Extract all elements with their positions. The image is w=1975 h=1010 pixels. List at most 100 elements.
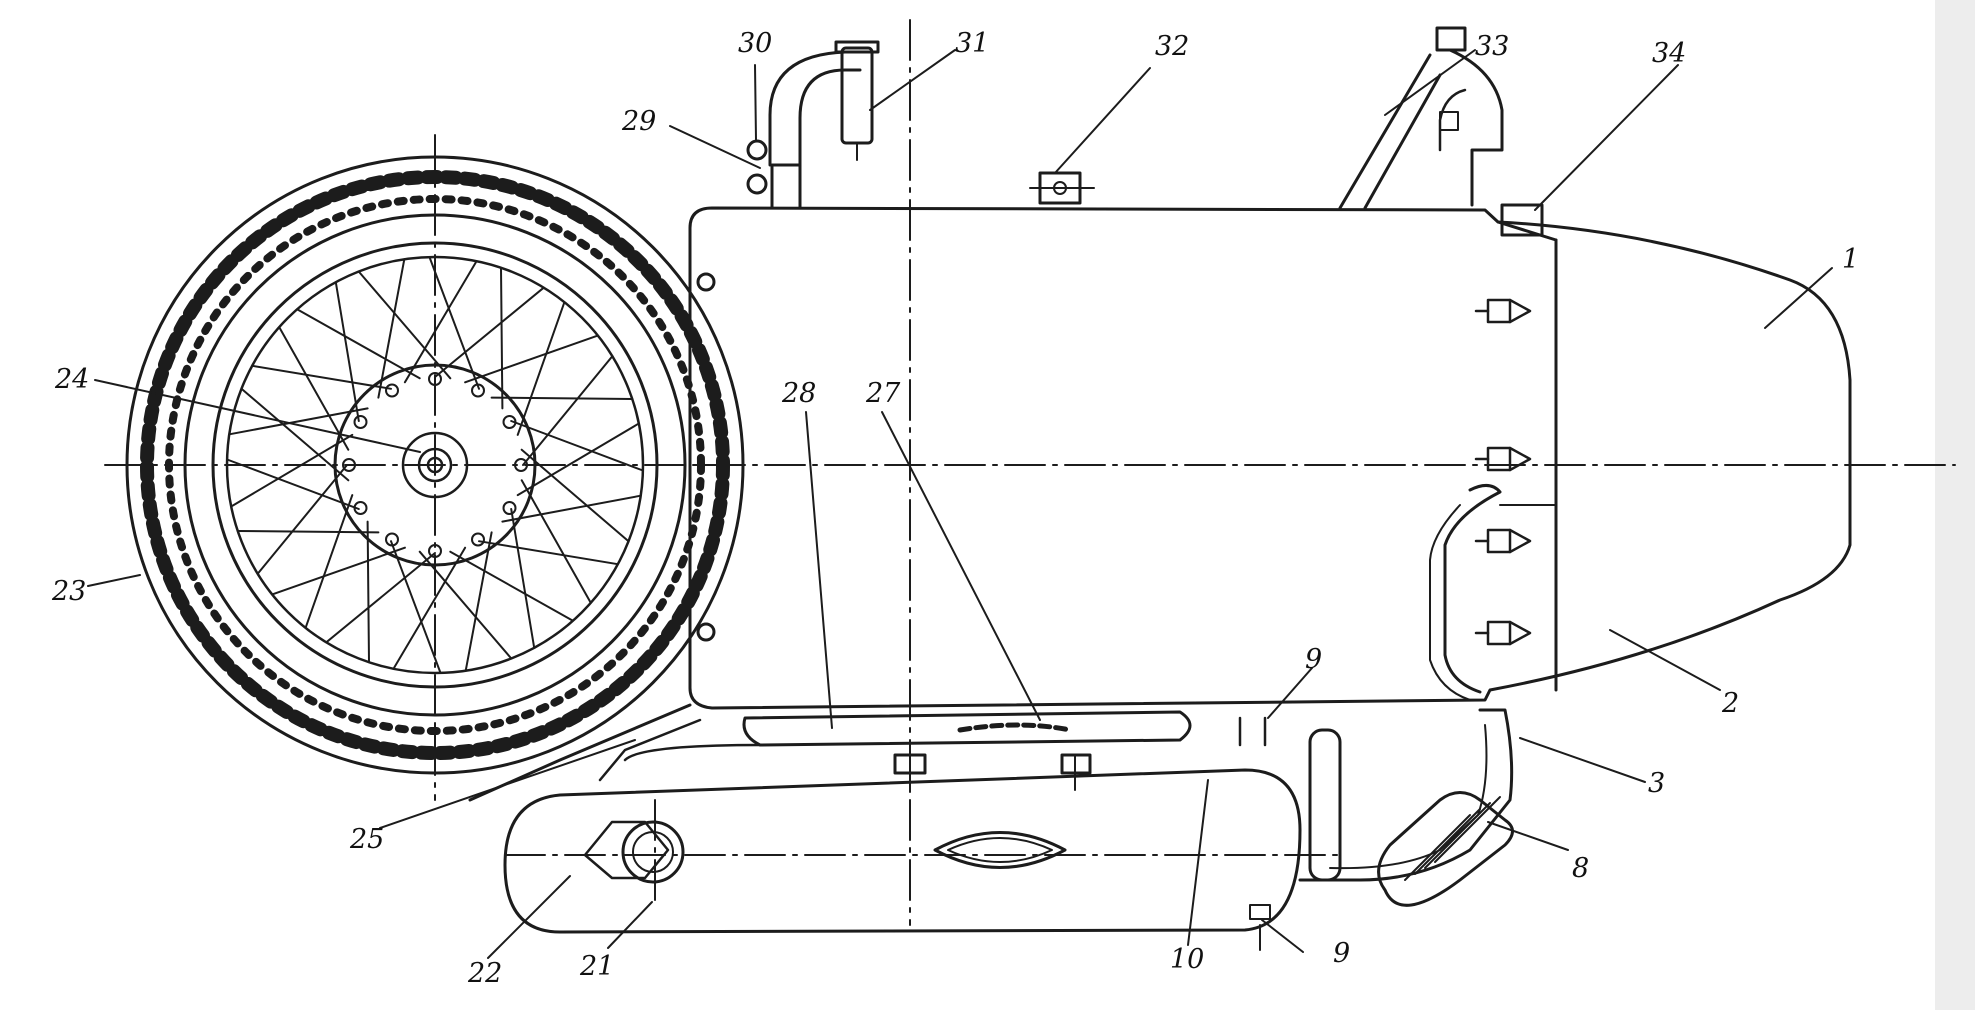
fastener-3 — [1474, 528, 1532, 554]
panel-fasteners — [1474, 298, 1532, 646]
fitting-33-tube — [1448, 48, 1504, 207]
hub-bolt — [514, 458, 528, 472]
rim-outer — [211, 241, 659, 689]
spring-mount — [1238, 716, 1267, 747]
body-rivet-top — [696, 272, 716, 292]
mount-clamp-right — [1060, 753, 1092, 775]
fitting-31-cap — [834, 40, 880, 54]
foot-step-outline — [1377, 791, 1514, 907]
wheel-spoke — [226, 458, 360, 510]
box-filler-cap — [583, 820, 670, 880]
rim-inner — [225, 255, 645, 675]
leader-32 — [1054, 67, 1151, 174]
box-inner-oval-2 — [947, 837, 1053, 863]
diagonal-strut-2 — [598, 718, 702, 782]
shock-absorber — [1308, 728, 1342, 882]
leader-3 — [1519, 737, 1646, 783]
foot-step-groove — [1404, 814, 1471, 881]
box-bolt-nut — [1249, 904, 1271, 920]
bracket-29-bolt-bottom — [746, 173, 768, 195]
box-filler-ring-inner — [632, 831, 674, 873]
hub-axle — [426, 456, 444, 474]
leader-1 — [1764, 267, 1833, 329]
wheel-spoke — [510, 508, 536, 649]
leader-10 — [1187, 779, 1209, 946]
leader-9a — [1267, 667, 1313, 719]
hub-bolt — [471, 532, 485, 547]
front-step-panel-inner — [1429, 504, 1471, 701]
label-34: 34 — [1652, 38, 1686, 69]
tyre-tread-band — [140, 170, 730, 760]
fitting-33-mid-clamp — [1439, 111, 1459, 131]
label-31: 31 — [955, 28, 989, 59]
hub-nut — [417, 447, 453, 483]
hub-bolt — [385, 532, 399, 547]
wheel-spoke — [240, 387, 350, 482]
body-outline — [688, 206, 1852, 710]
box-filler-ring-outer — [621, 820, 685, 884]
wheel-spoke — [304, 494, 354, 629]
callout-labels: 1 2 3 8 9 9 10 21 22 23 24 25 27 28 29 3… — [51, 28, 1859, 989]
leader-2 — [1609, 629, 1721, 691]
hub-bolt — [353, 501, 368, 515]
leader-21 — [607, 901, 653, 949]
wheel-spoke — [478, 540, 619, 566]
front-frame-tube-inner — [1329, 724, 1488, 870]
wheel-spoke — [418, 550, 513, 660]
leader-33 — [1384, 49, 1476, 116]
wheel-spoke — [251, 364, 392, 390]
wheel-spoke — [522, 355, 614, 466]
wheel-spoke — [464, 334, 599, 384]
hub-bolt — [353, 415, 368, 429]
front-step-panel — [1443, 484, 1502, 694]
wheel-spoke — [520, 448, 630, 543]
leader-lines — [87, 49, 1833, 959]
label-9b: 9 — [1333, 938, 1350, 969]
fastener-2 — [1474, 446, 1532, 472]
label-9a: 9 — [1305, 644, 1322, 675]
lower-frame — [468, 703, 1514, 882]
bracket-29-bolt-top — [746, 139, 768, 161]
wheel-spoke — [510, 420, 644, 472]
wheel-spoke — [271, 546, 406, 596]
hub-bolt — [428, 544, 442, 558]
paper-texture — [1935, 0, 1975, 1010]
label-1: 1 — [1842, 244, 1859, 275]
leader-24 — [94, 379, 421, 453]
wheel-spoke — [516, 301, 566, 436]
label-32: 32 — [1155, 31, 1189, 62]
wheel-spoke — [228, 407, 369, 436]
bracket-30-bend — [798, 68, 862, 167]
wheel-spoke — [334, 281, 360, 422]
foot-step — [1377, 791, 1514, 907]
hub-bolt — [428, 372, 442, 386]
label-33: 33 — [1475, 31, 1509, 62]
label-29: 29 — [621, 106, 656, 137]
wheel-spoke — [357, 270, 452, 380]
wheel-spoke — [516, 422, 640, 497]
label-21: 21 — [579, 951, 614, 982]
hub-bolt — [471, 383, 485, 398]
wheel-spoke — [434, 286, 545, 378]
sidecar-body — [688, 206, 1852, 710]
fitting-33-strut — [1338, 53, 1442, 210]
leader-29 — [669, 125, 761, 169]
box-inner-oval — [933, 831, 1067, 869]
leader-34 — [1534, 64, 1679, 211]
wheel-spoke — [325, 552, 436, 644]
swing-arm — [623, 743, 762, 762]
tyre-inner — [183, 213, 687, 717]
tyre-outer — [125, 155, 745, 775]
center-lines — [104, 19, 1956, 926]
label-3: 3 — [1648, 768, 1665, 799]
wheel-spoke — [366, 520, 370, 664]
label-30: 30 — [738, 28, 772, 59]
top-fittings — [746, 26, 1544, 237]
leader-8 — [1487, 821, 1569, 851]
leader-27 — [881, 411, 1041, 721]
wheel-spoke — [236, 530, 380, 534]
leader-22 — [487, 875, 571, 959]
label-2: 2 — [1721, 688, 1739, 719]
fitting-33-tube-inner — [1438, 88, 1467, 152]
